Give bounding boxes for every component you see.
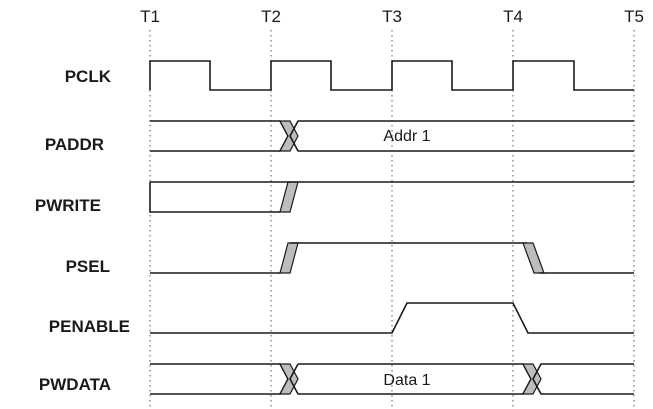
paddr-bus-valid	[289, 120, 634, 152]
pclk-trace	[149, 60, 634, 91]
time-gridlines	[149, 30, 635, 409]
paddr-bus-before	[150, 120, 289, 152]
psel-fall-transition	[522, 242, 545, 274]
signal-labels: PCLK PADDR PWRITE PSEL PENABLE PWDATA	[35, 67, 130, 394]
waveform-pwdata: Data 1	[150, 363, 634, 395]
signal-label-psel: PSEL	[66, 257, 110, 276]
pwdata-bus-before	[150, 363, 289, 395]
paddr-value-label: Addr 1	[383, 128, 430, 145]
signal-label-pwdata: PWDATA	[39, 375, 111, 394]
pwrite-low-segment	[149, 182, 280, 213]
pwdata-value-label: Data 1	[383, 372, 430, 389]
penable-trace	[150, 302, 634, 334]
pwdata-bus-after	[532, 363, 634, 395]
waveform-psel	[150, 242, 634, 274]
pwrite-transition	[279, 181, 299, 213]
psel-rise-transition	[279, 242, 299, 274]
time-marker-t2: T2	[261, 7, 281, 26]
time-marker-t1: T1	[140, 7, 160, 26]
signal-label-pwrite: PWRITE	[35, 196, 101, 215]
waveform-penable	[150, 302, 634, 334]
signal-label-pclk: PCLK	[65, 67, 112, 86]
signal-label-penable: PENABLE	[49, 317, 130, 336]
time-marker-t3: T3	[382, 7, 402, 26]
waveform-paddr: Addr 1	[150, 120, 634, 152]
time-marker-t5: T5	[624, 7, 644, 26]
signal-label-paddr: PADDR	[45, 135, 104, 154]
waveform-pclk	[149, 60, 634, 91]
waveform-pwrite	[149, 181, 634, 213]
time-marker-t4: T4	[503, 7, 523, 26]
time-markers: T1 T2 T3 T4 T5	[140, 7, 644, 26]
